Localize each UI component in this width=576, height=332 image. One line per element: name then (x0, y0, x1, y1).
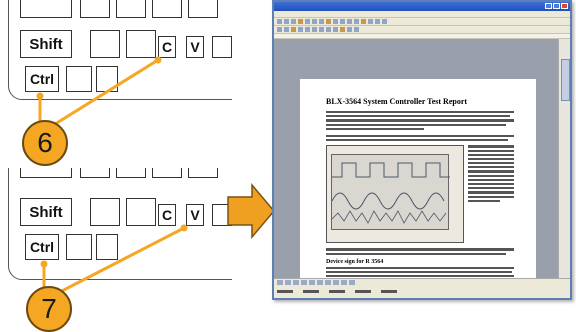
menu-bar (274, 11, 570, 17)
toolbar-icon[interactable] (284, 27, 289, 32)
toolbar-standard (274, 17, 570, 25)
document-title: BLX-3564 System Controller Test Report (326, 97, 468, 106)
drawing-toolbar (274, 279, 570, 287)
vertical-scrollbar[interactable] (558, 39, 570, 280)
toolbar-icon[interactable] (354, 27, 359, 32)
toolbar-icon[interactable] (319, 19, 324, 24)
key-blank[interactable] (152, 0, 182, 18)
document-page[interactable]: BLX-3564 System Controller Test Report (300, 79, 536, 298)
toolbar-icon[interactable] (333, 19, 338, 24)
toolbar-icon[interactable] (293, 280, 299, 285)
key-blank[interactable] (188, 0, 218, 18)
toolbar-icon[interactable] (326, 27, 331, 32)
c-key[interactable]: C (158, 204, 176, 226)
toolbar-icon[interactable] (341, 280, 347, 285)
oscilloscope-screenshot (326, 145, 464, 244)
key-blank[interactable] (90, 30, 120, 58)
key-blank[interactable] (126, 198, 156, 226)
right-arrow-icon (227, 183, 275, 239)
window-controls (545, 3, 568, 9)
window-title-bar (274, 2, 570, 11)
shift-key[interactable]: Shift (20, 30, 72, 58)
toolbar-icon[interactable] (325, 280, 331, 285)
c-key[interactable]: C (158, 36, 176, 58)
toolbar-icon[interactable] (305, 19, 310, 24)
shift-key[interactable]: Shift (20, 198, 72, 226)
toolbar-icon[interactable] (277, 19, 282, 24)
key-blank[interactable] (96, 234, 118, 260)
toolbar-icon[interactable] (347, 27, 352, 32)
toolbar-icon[interactable] (277, 27, 282, 32)
key-blank[interactable] (116, 168, 146, 178)
toolbar-icon[interactable] (340, 27, 345, 32)
document-subtitle: Device sign for R 3564 (326, 258, 384, 265)
toolbar-icon[interactable] (368, 19, 373, 24)
toolbar-icon[interactable] (291, 19, 296, 24)
v-key[interactable]: V (186, 204, 204, 226)
maximize-icon[interactable] (553, 3, 560, 9)
waveform (331, 162, 450, 225)
keyboard-panel-top: Shift C V Ctrl (0, 0, 232, 125)
key-blank[interactable] (80, 0, 110, 18)
key-blank[interactable] (188, 168, 218, 178)
scope-graticule (331, 154, 450, 231)
toolbar-icon[interactable] (277, 280, 283, 285)
key-blank[interactable] (20, 168, 72, 178)
toolbar-icon[interactable] (354, 19, 359, 24)
status-bar (274, 287, 570, 295)
key-blank[interactable] (66, 66, 92, 92)
ctrl-key[interactable]: Ctrl (25, 234, 59, 260)
toolbar-icon[interactable] (361, 19, 366, 24)
toolbar-icon[interactable] (298, 27, 303, 32)
v-key[interactable]: V (186, 36, 204, 58)
toolbar-icon[interactable] (333, 27, 338, 32)
toolbar-icon[interactable] (309, 280, 315, 285)
step-7-badge: 7 (26, 286, 72, 332)
toolbar-icon[interactable] (333, 280, 339, 285)
oscilloscope-figure (326, 145, 514, 244)
key-blank[interactable] (96, 66, 118, 92)
paragraph (326, 111, 514, 130)
toolbar-icon[interactable] (291, 27, 296, 32)
word-processor-window: BLX-3564 System Controller Test Report (272, 0, 572, 300)
key-blank[interactable] (212, 36, 232, 58)
key-blank[interactable] (126, 30, 156, 58)
toolbar-icon[interactable] (305, 27, 310, 32)
key-blank[interactable] (152, 168, 182, 178)
toolbar-icon[interactable] (326, 19, 331, 24)
toolbar-icon[interactable] (375, 19, 380, 24)
minimize-icon[interactable] (545, 3, 552, 9)
toolbar-icon[interactable] (340, 19, 345, 24)
toolbar-icon[interactable] (319, 27, 324, 32)
toolbar-icon[interactable] (382, 19, 387, 24)
key-blank[interactable] (66, 234, 92, 260)
toolbar-icon[interactable] (347, 19, 352, 24)
toolbar-icon[interactable] (298, 19, 303, 24)
paragraph (326, 134, 514, 142)
key-blank[interactable] (20, 0, 72, 18)
figure-side-text (468, 145, 514, 204)
step-6-badge: 6 (22, 120, 68, 166)
toolbar-formatting (274, 25, 570, 33)
toolbar-icon[interactable] (349, 280, 355, 285)
status-area (274, 278, 570, 298)
key-blank[interactable] (80, 168, 110, 178)
document-area: BLX-3564 System Controller Test Report (274, 39, 558, 298)
keyboard-panel-bottom: Shift C V Ctrl (0, 168, 232, 292)
toolbar-icon[interactable] (317, 280, 323, 285)
key-blank[interactable] (116, 0, 146, 18)
paragraph (326, 248, 514, 255)
key-blank[interactable] (90, 198, 120, 226)
toolbar-icon[interactable] (312, 19, 317, 24)
toolbar-icon[interactable] (285, 280, 291, 285)
close-icon[interactable] (561, 3, 568, 9)
toolbar-icon[interactable] (312, 27, 317, 32)
ctrl-key[interactable]: Ctrl (25, 66, 59, 92)
toolbar-icon[interactable] (301, 280, 307, 285)
toolbar-icon[interactable] (284, 19, 289, 24)
ruler[interactable] (274, 33, 570, 39)
